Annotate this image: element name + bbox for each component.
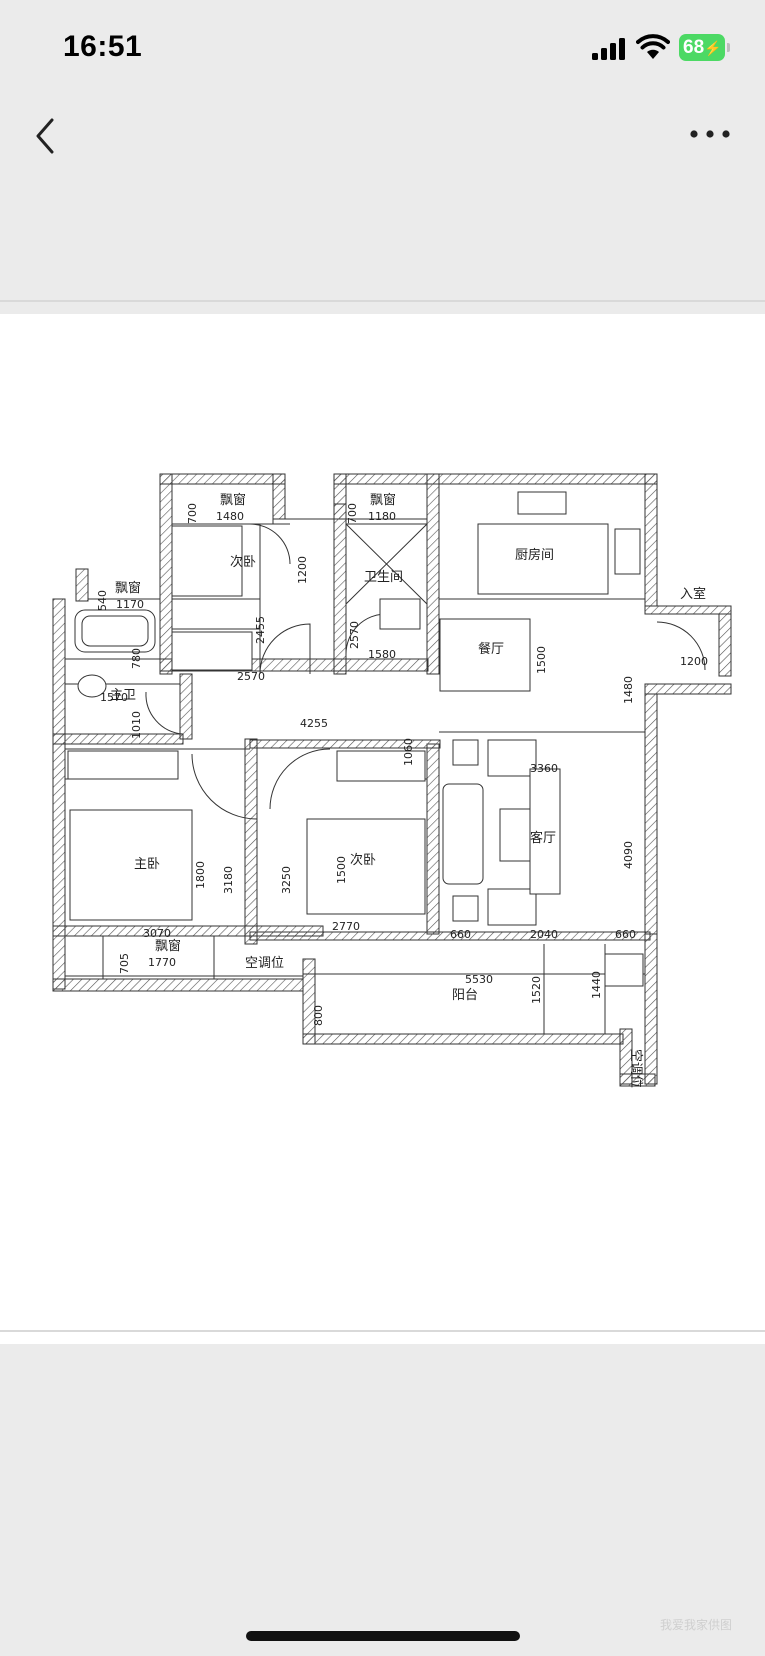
dim-3360: 3360 <box>530 762 558 775</box>
dim-700a: 700 <box>186 503 199 524</box>
dim-1200b: 1200 <box>680 655 708 668</box>
label-bedroom-2b: 次卧 <box>350 852 376 868</box>
label-ac-1: 空调位 <box>245 956 284 971</box>
dim-2455: 2455 <box>254 616 267 644</box>
dim-4090: 4090 <box>622 841 635 869</box>
label-kitchen: 厨房间 <box>515 547 554 563</box>
dim-1520: 1520 <box>530 976 543 1004</box>
dim-4255: 4255 <box>300 717 328 730</box>
label-entrance: 入室 <box>680 586 706 602</box>
dim-3250: 3250 <box>280 866 293 894</box>
dim-705: 705 <box>118 953 131 974</box>
dim-1440: 1440 <box>590 971 603 999</box>
exterior-walls <box>52 473 732 1087</box>
dim-1060: 1060 <box>402 738 415 766</box>
viewer-top-border <box>0 300 765 302</box>
dim-5530: 5530 <box>465 973 493 986</box>
dim-800: 800 <box>312 1005 325 1026</box>
dim-1480: 1480 <box>216 510 244 523</box>
chevron-left-icon[interactable] <box>30 116 60 156</box>
watermark: 我爱我家供图 <box>660 1618 733 1632</box>
dim-1180: 1180 <box>368 510 396 523</box>
label-bedroom-2a: 次卧 <box>230 554 256 570</box>
dim-2770: 2770 <box>332 920 360 933</box>
dim-1570: 1570 <box>100 691 128 704</box>
label-living: 客厅 <box>530 830 556 846</box>
dim-2570b: 2570 <box>237 670 265 683</box>
dim-1800: 1800 <box>194 861 207 889</box>
floorplan-drawing: 飘窗 次卧 卫生间 厨房间 入室 飘窗 飘窗 餐厅 主卫 客厅 主卧 次卧 飘窗… <box>52 473 732 1088</box>
dim-540: 540 <box>96 590 109 611</box>
label-bathroom: 卫生间 <box>364 570 403 585</box>
label-bay-window-3: 飘窗 <box>115 580 141 596</box>
dim-1580: 1580 <box>368 648 396 661</box>
battery-cap <box>727 43 730 52</box>
floorplan-image-viewer[interactable]: 飘窗 次卧 卫生间 厨房间 入室 飘窗 飘窗 餐厅 主卫 客厅 主卧 次卧 飘窗… <box>0 300 765 1344</box>
home-indicator[interactable] <box>246 1631 520 1641</box>
door-swings <box>145 523 706 820</box>
battery-level: 68 <box>683 37 705 58</box>
dim-1480v: 1480 <box>622 676 635 704</box>
dim-2570a: 2570 <box>348 621 361 649</box>
label-balcony: 阳台 <box>452 988 478 1003</box>
dim-3180: 3180 <box>222 866 235 894</box>
label-master-bedroom: 主卧 <box>134 857 160 872</box>
dim-660b: 660 <box>615 928 636 941</box>
label-bay-window-2: 飘窗 <box>370 492 396 508</box>
room-labels: 飘窗 次卧 卫生间 厨房间 入室 飘窗 飘窗 餐厅 主卫 客厅 主卧 次卧 飘窗… <box>110 492 706 1088</box>
dim-1200a: 1200 <box>296 556 309 584</box>
dim-700b: 700 <box>346 503 359 524</box>
signal-icon <box>592 38 625 60</box>
label-master-bath: 主卫 <box>110 688 136 703</box>
battery-charging-icon: 68⚡ <box>679 34 725 61</box>
status-bar: 16:51 68⚡ <box>0 0 765 100</box>
dimension-labels: 700 1480 700 1180 540 1170 1200 2455 257… <box>96 503 708 1026</box>
dim-1170: 1170 <box>116 598 144 611</box>
label-ac-2: 空调位 <box>628 1049 643 1088</box>
label-dining: 餐厅 <box>478 641 504 657</box>
viewer-bottom-border <box>0 1330 765 1332</box>
label-bay-window-1: 飘窗 <box>220 492 246 508</box>
dim-3070: 3070 <box>143 927 171 940</box>
ellipsis-icon[interactable] <box>688 124 732 144</box>
wifi-icon <box>636 34 670 59</box>
dim-1500b: 1500 <box>335 856 348 884</box>
furniture <box>67 491 644 987</box>
dim-1500a: 1500 <box>535 646 548 674</box>
label-bay-window-4: 飘窗 <box>155 938 181 954</box>
dim-660a: 660 <box>450 928 471 941</box>
dim-2040: 2040 <box>530 928 558 941</box>
status-time: 16:51 <box>63 30 143 63</box>
dim-780: 780 <box>130 648 143 669</box>
dim-1010: 1010 <box>130 711 143 739</box>
dim-1770: 1770 <box>148 956 176 969</box>
